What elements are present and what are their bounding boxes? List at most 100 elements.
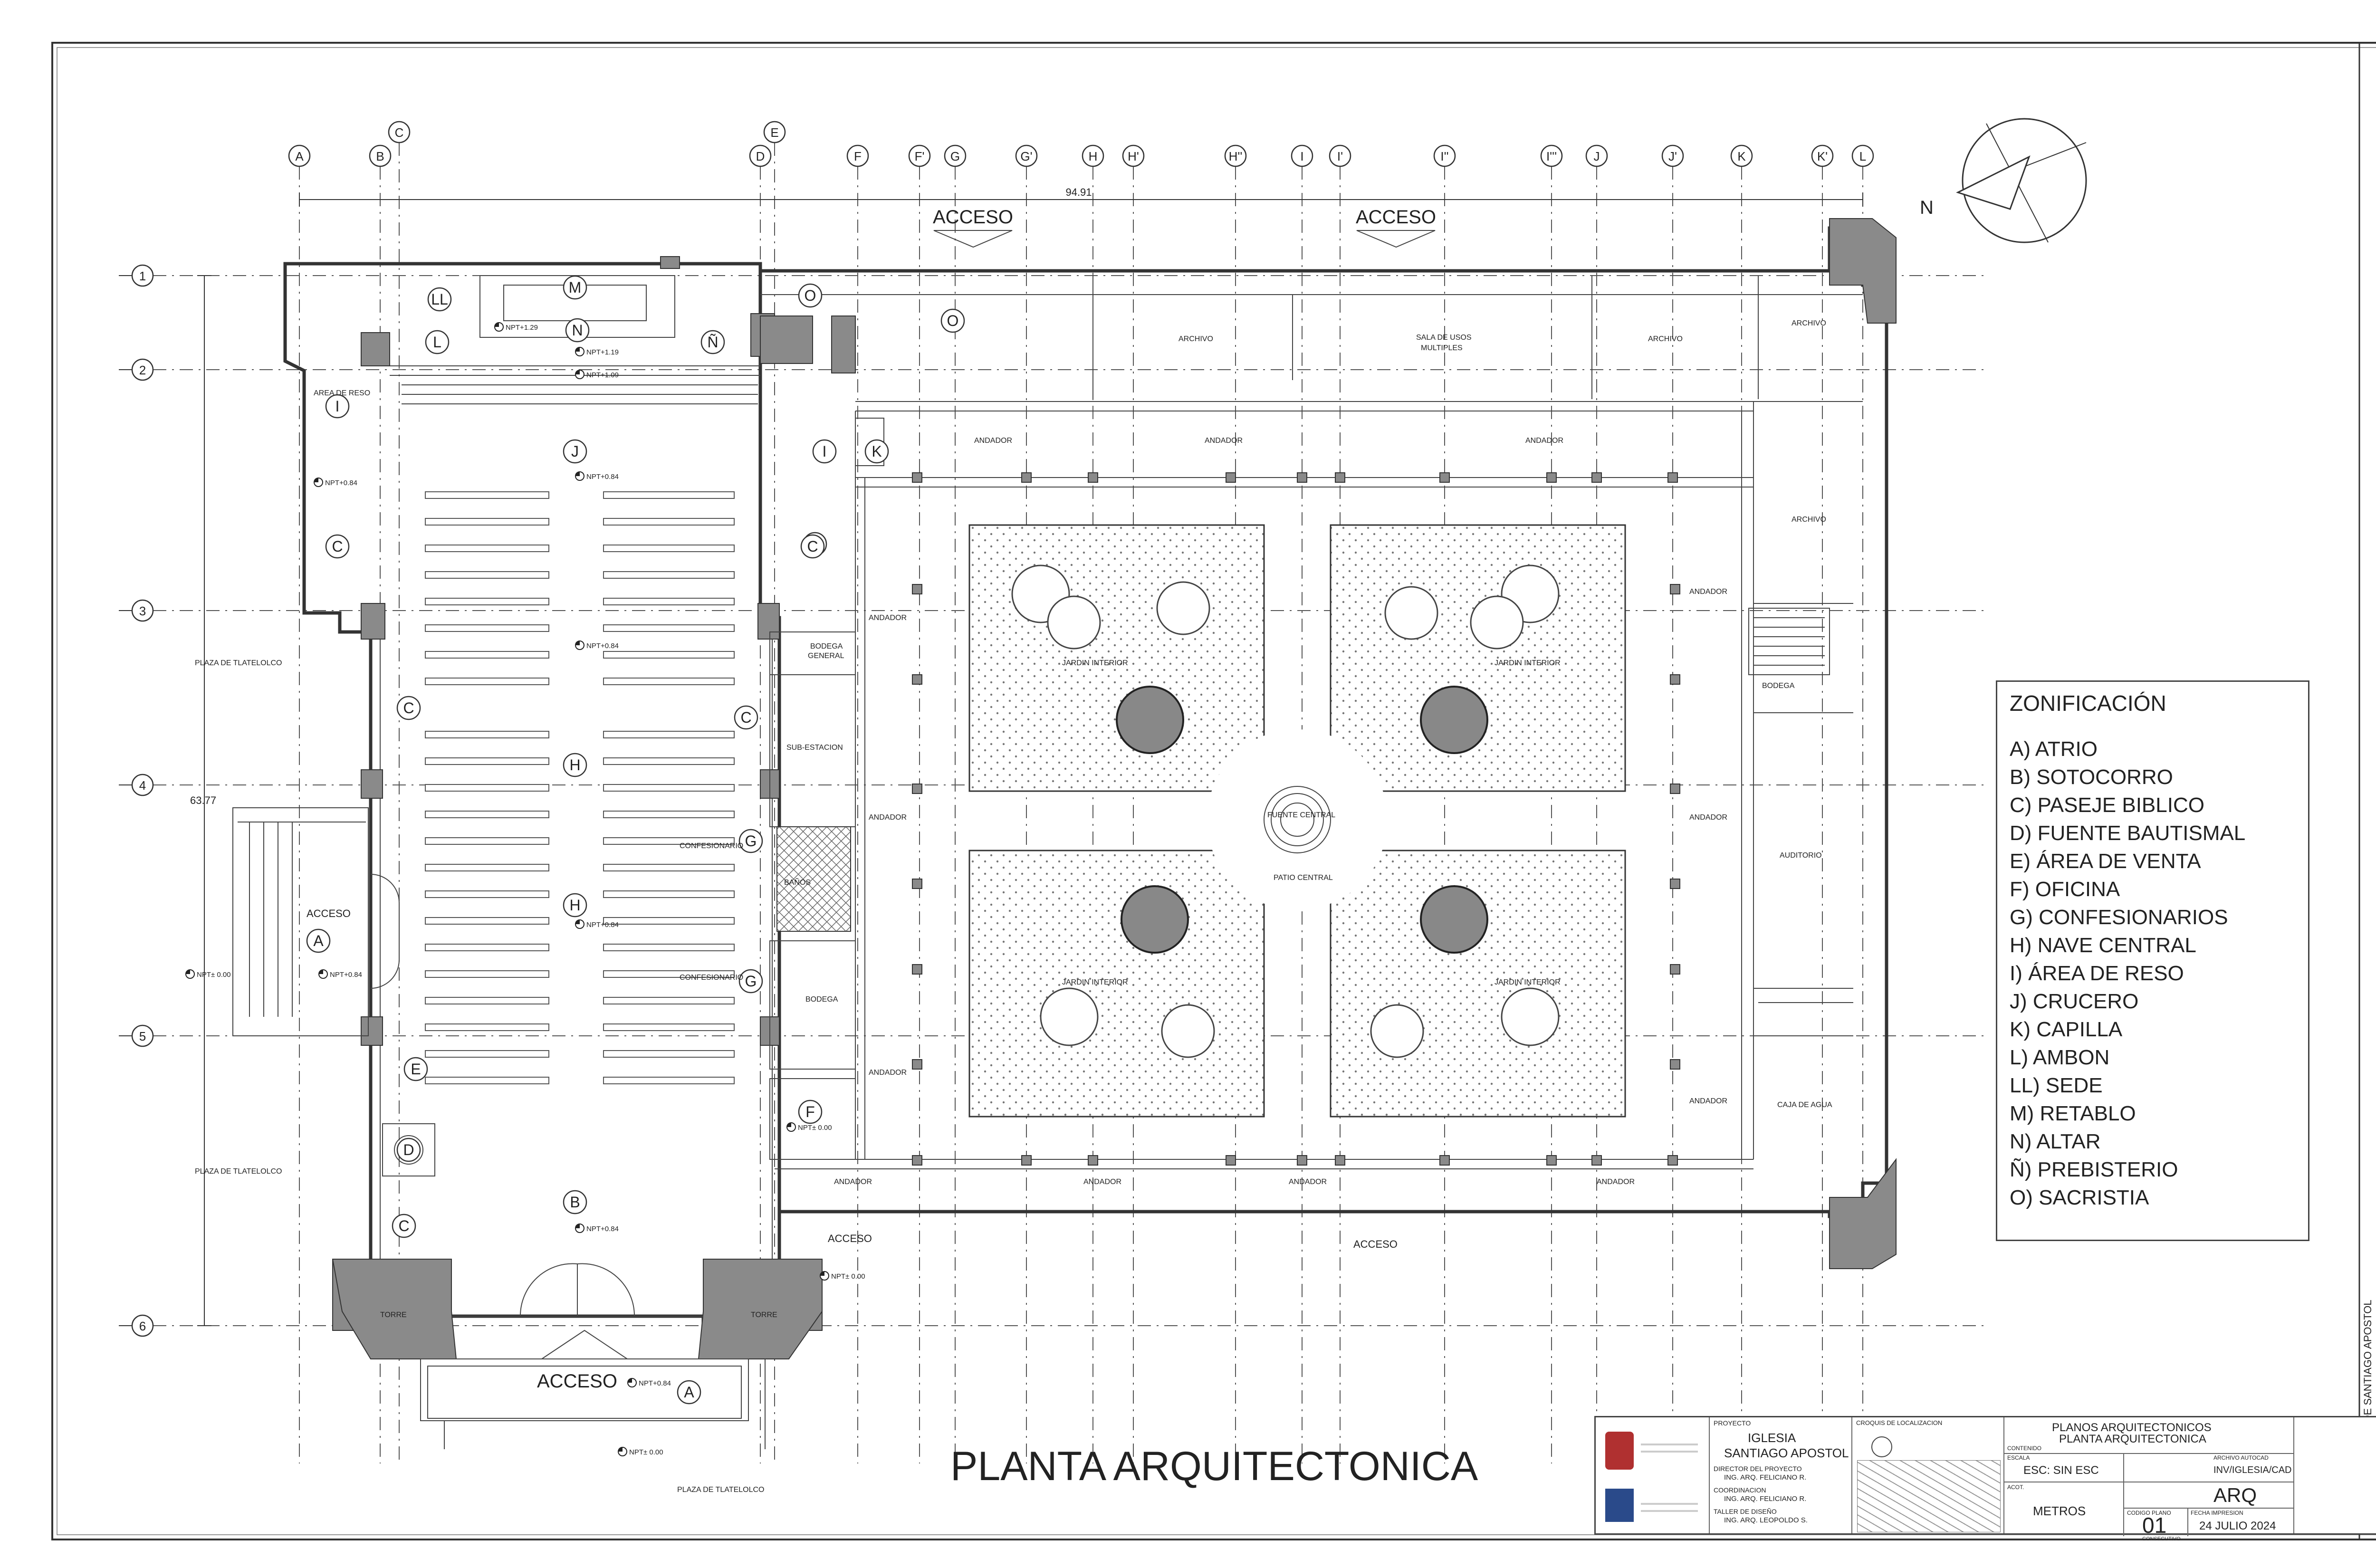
grid-column-label: I'''	[1546, 149, 1557, 163]
legend-item: Ñ) PREBISTERIO	[2010, 1158, 2178, 1181]
content-label: CONTENIDO	[2007, 1445, 2041, 1452]
room-letter: C	[807, 538, 818, 555]
legend-item: D) FUENTE BAUTISMAL	[2010, 822, 2246, 845]
walkway-8: ANDADOR	[1083, 1178, 1121, 1186]
legend-item: M) RETABLO	[2010, 1102, 2136, 1125]
room-letter-bubble	[403, 1057, 428, 1081]
access-south: ACCESO	[537, 1371, 617, 1392]
pew-right	[603, 970, 735, 978]
grid-column-label: F'	[915, 149, 925, 163]
room-bodega-2: BODEGA	[1762, 682, 1795, 690]
legend-item: J) CRUCERO	[2010, 990, 2139, 1013]
access-north-2: ACCESO	[1356, 207, 1436, 228]
room-letter: I	[335, 398, 340, 415]
pew-right	[603, 864, 735, 871]
level-markers: NPT+0.84NPT+0.84NPT+0.84NPT+0.84NPT+0.84…	[185, 322, 865, 1456]
room-archivo-2: ARCHIVO	[1648, 335, 1683, 343]
cad-file-label: ARCHIVO AUTOCAD	[2213, 1454, 2269, 1461]
location-north-icon	[1871, 1436, 1892, 1457]
room-letter: B	[570, 1194, 580, 1211]
room-letter-bubble	[734, 705, 758, 730]
grid-row-label: 6	[139, 1319, 146, 1333]
pew-left	[425, 545, 549, 552]
grid-column-label: J	[1594, 149, 1600, 163]
room-letter: A	[684, 1384, 694, 1401]
walkway-1: ANDADOR	[974, 437, 1012, 445]
pew-left	[425, 890, 549, 898]
pew-left	[425, 731, 549, 738]
garden-se	[1330, 850, 1626, 1118]
institution-logo	[1605, 1432, 1634, 1470]
scale-value: ESC: SIN ESC	[2023, 1464, 2099, 1477]
sheet-number: 01	[2142, 1513, 2167, 1538]
grid-column-bubble	[1730, 144, 1753, 167]
sheet-inner-border	[57, 47, 2376, 1535]
legend-item: LL) SEDE	[2010, 1074, 2103, 1097]
pew-right	[603, 890, 735, 898]
room-letter-bubble	[563, 1190, 587, 1214]
church-building	[232, 256, 856, 1449]
room-letter-bubble	[738, 829, 763, 853]
grid-column-label: E	[770, 125, 778, 140]
dimension-horizontal: 94.91	[299, 186, 1863, 207]
legend-title: ZONIFICACIÓN	[2010, 691, 2166, 716]
project-cell: PROYECTO IGLESIA SANTIAGO APOSTOL DIRECT…	[1710, 1417, 1852, 1533]
dimension-height-label: 63.77	[190, 794, 216, 806]
director-name: ING. ARQ. FELICIANO R.	[1724, 1473, 1807, 1482]
legend-item: H) NAVE CENTRAL	[2010, 934, 2196, 957]
building-logo	[1605, 1489, 1634, 1522]
walkway-5: ANDADOR	[869, 813, 907, 822]
pew-right	[603, 731, 735, 738]
pew-right	[603, 651, 735, 659]
pew-left	[425, 837, 549, 845]
room-auditorio: AUDITORIO	[1780, 851, 1822, 860]
level-marker-label: NPT+0.84	[586, 642, 619, 650]
grid-column-bubble	[1851, 144, 1874, 167]
discipline-code: ARQ	[2213, 1484, 2257, 1506]
room-letter-bubble	[565, 318, 590, 343]
print-date: 24 JULIO 2024	[2199, 1520, 2276, 1532]
room-banos: BAÑOS	[784, 877, 811, 887]
level-marker-label: NPT± 0.00	[798, 1124, 832, 1132]
room-letter: N	[572, 322, 583, 339]
legend-item: G) CONFESIONARIOS	[2010, 906, 2228, 929]
coordination-name: ING. ARQ. FELICIANO R.	[1724, 1495, 1807, 1503]
grid-column-label: H	[1089, 149, 1098, 163]
walkway-7: ANDADOR	[834, 1178, 872, 1186]
grid-column-bubble	[1082, 144, 1104, 167]
pew-right	[603, 1050, 735, 1058]
walkway-10: ANDADOR	[1597, 1178, 1635, 1186]
tower-east: TORRE	[751, 1311, 777, 1319]
consecutive-label: CONSECUTIVO	[2142, 1536, 2181, 1542]
walkway-4: ANDADOR	[869, 614, 907, 622]
legend-item: A) ATRIO	[2010, 737, 2098, 761]
room-archivo-1: ARCHIVO	[1178, 335, 1213, 343]
pews	[425, 491, 735, 1084]
room-letter: C	[403, 699, 414, 717]
walkway-2: ANDADOR	[1205, 437, 1243, 445]
pew-right	[603, 1023, 735, 1031]
room-letter: D	[403, 1141, 414, 1158]
room-sala-2: MULTIPLES	[1421, 344, 1463, 352]
room-letter-bubble	[396, 696, 421, 720]
room-letter: M	[569, 279, 582, 296]
plan-title: PLANTA ARQUITECTONICA	[950, 1444, 1478, 1489]
grid-column-label: G'	[1020, 149, 1032, 163]
level-marker-label: NPT+0.84	[586, 1225, 619, 1233]
room-bodega-1: BODEGA	[805, 995, 838, 1004]
grid-column-bubble	[1433, 144, 1456, 167]
tower-west: TORRE	[380, 1311, 407, 1319]
info-cell: PLANOS ARQUITECTONICOS PLANTA ARQUITECTO…	[2004, 1417, 2294, 1542]
logos-cell	[1596, 1417, 1710, 1533]
access-arrows	[540, 230, 1436, 1359]
grid-column-bubble	[1661, 144, 1684, 167]
legend-item: F) OFICINA	[2010, 878, 2120, 901]
grid-column-label: H''	[1229, 149, 1243, 163]
pew-right	[603, 624, 735, 632]
room-letter-bubble	[392, 1214, 416, 1238]
room-letter-bubble	[563, 753, 587, 777]
legend-item: L) AMBON	[2010, 1046, 2110, 1069]
pew-right	[603, 917, 735, 925]
legend-item: C) PASEJE BIBLICO	[2010, 794, 2204, 817]
room-letter: LL	[431, 291, 448, 308]
